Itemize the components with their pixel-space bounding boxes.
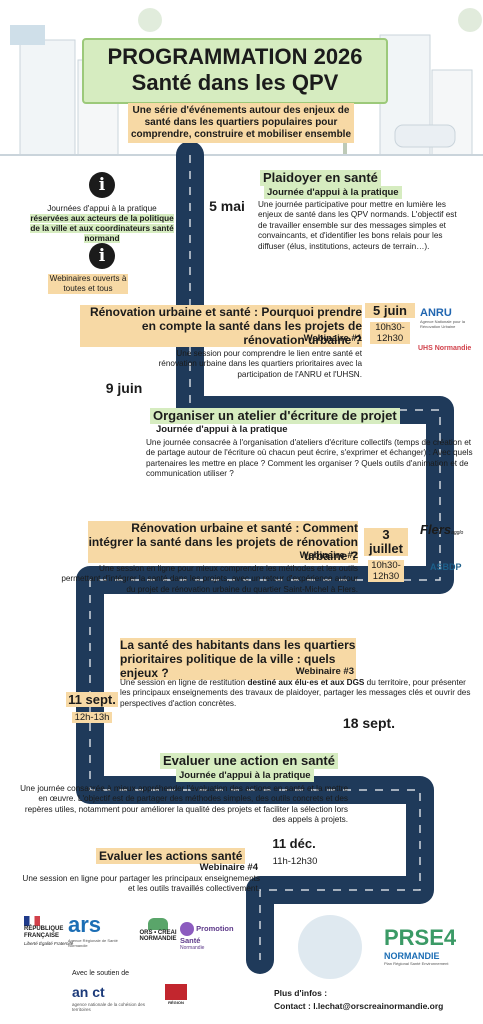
flers-logo: Flersagglo: [420, 522, 464, 537]
asbdp-logo: ASBDP: [430, 562, 462, 572]
event-description: Une journée consacrée à l'organisation d…: [146, 438, 473, 479]
event-time: 11h-12h30: [272, 856, 318, 867]
ars-logo: ars Agence Régionale de Santé Normandie: [68, 912, 118, 948]
event-subtitle: Journée d'appui à la pratique: [176, 769, 314, 782]
contact-email-link[interactable]: Contact : l.lechat@orscreainormandie.org: [274, 1001, 444, 1011]
header-title: PROGRAMMATION 2026: [107, 44, 363, 69]
event-title: La santé des habitants dans les quartier…: [120, 638, 356, 680]
event-date: 5 mai: [209, 198, 245, 214]
anru-logo: ANRU Agence Nationale pour la Rénovation…: [420, 307, 465, 329]
event-title: Evaluer une action en santé: [160, 753, 338, 769]
header-tagline: Une série d'événements autour des enjeux…: [128, 103, 354, 143]
event-date: 5 juin: [365, 303, 415, 318]
event-date: 11 déc.: [272, 836, 316, 851]
anct-logo: an ct agence nationale de la cohésion de…: [72, 984, 146, 1012]
event-subtitle: Journée d'appui à la pratique: [264, 186, 402, 199]
event-description: Une journée participative pour mettre en…: [258, 200, 457, 251]
event-date: 18 sept.: [342, 715, 396, 731]
event-description: Une session en ligne de restitution dest…: [120, 678, 471, 708]
event-time: 10h30-12h30: [368, 560, 404, 582]
event-time: 12h-13h: [72, 712, 112, 723]
info-icon: i: [89, 172, 115, 198]
promotion-sante-logo: Promotion Santé Normandie: [180, 922, 234, 951]
illustration-image: [298, 915, 362, 979]
event-subtitle: Webinaire #3: [295, 666, 354, 677]
event-title: Evaluer les actions santé: [96, 848, 246, 864]
event-title: Organiser un atelier d'écriture de proje…: [150, 408, 400, 424]
event-subtitle: Webinaire #1: [303, 333, 362, 344]
event-description: Une session pour comprendre le lien entr…: [158, 349, 362, 379]
event-date: 11 sept.: [66, 692, 118, 707]
event-title: Plaidoyer en santé: [260, 170, 381, 186]
event-subtitle: Webinaire #4: [199, 862, 258, 873]
region-logo: RÉGION: [163, 984, 189, 1005]
uhsn-logo: UHS Normandie: [418, 345, 472, 352]
orscreai-logo: ORS • CREAI NORMANDIE: [134, 918, 182, 942]
info-icon: i: [89, 243, 115, 269]
infos-label: Plus d'infos :: [274, 988, 328, 998]
legend-text-2: Webinaires ouverts à toutes et tous: [48, 274, 128, 294]
event-title: Rénovation urbaine et santé : Pourquoi p…: [80, 305, 362, 347]
event-title: Rénovation urbaine et santé : Comment in…: [88, 521, 358, 563]
soutien-label: Avec le soutien de: [72, 970, 130, 977]
event-description: Une session en ligne pour mieux comprend…: [61, 564, 358, 594]
header-subtitle-line: Santé dans les QPV: [131, 70, 339, 95]
republique-logo: RÉPUBLIQUE FRANÇAISE Liberté Égalité Fra…: [24, 916, 74, 947]
city-skyline: [0, 8, 483, 156]
event-subtitle: Journée d'appui à la pratique: [156, 424, 288, 435]
event-date: 3 juillet: [364, 528, 408, 556]
event-date: 9 juin: [105, 380, 143, 396]
event-subtitle: Webinaire #2: [299, 550, 358, 561]
legend-text-1: Journées d'appui à la pratique réservées…: [30, 204, 174, 243]
event-time: 10h30-12h30: [370, 322, 410, 344]
header-title-box: PROGRAMMATION 2026 Santé dans les QPV: [82, 38, 388, 104]
event-description: Une journée consacrée à mieux appréhende…: [20, 784, 348, 825]
event-description: Une session en ligne pour partager les p…: [22, 874, 260, 894]
prse-logo: PRSE4 NORMANDIE Plan Régional Santé Envi…: [384, 925, 457, 966]
